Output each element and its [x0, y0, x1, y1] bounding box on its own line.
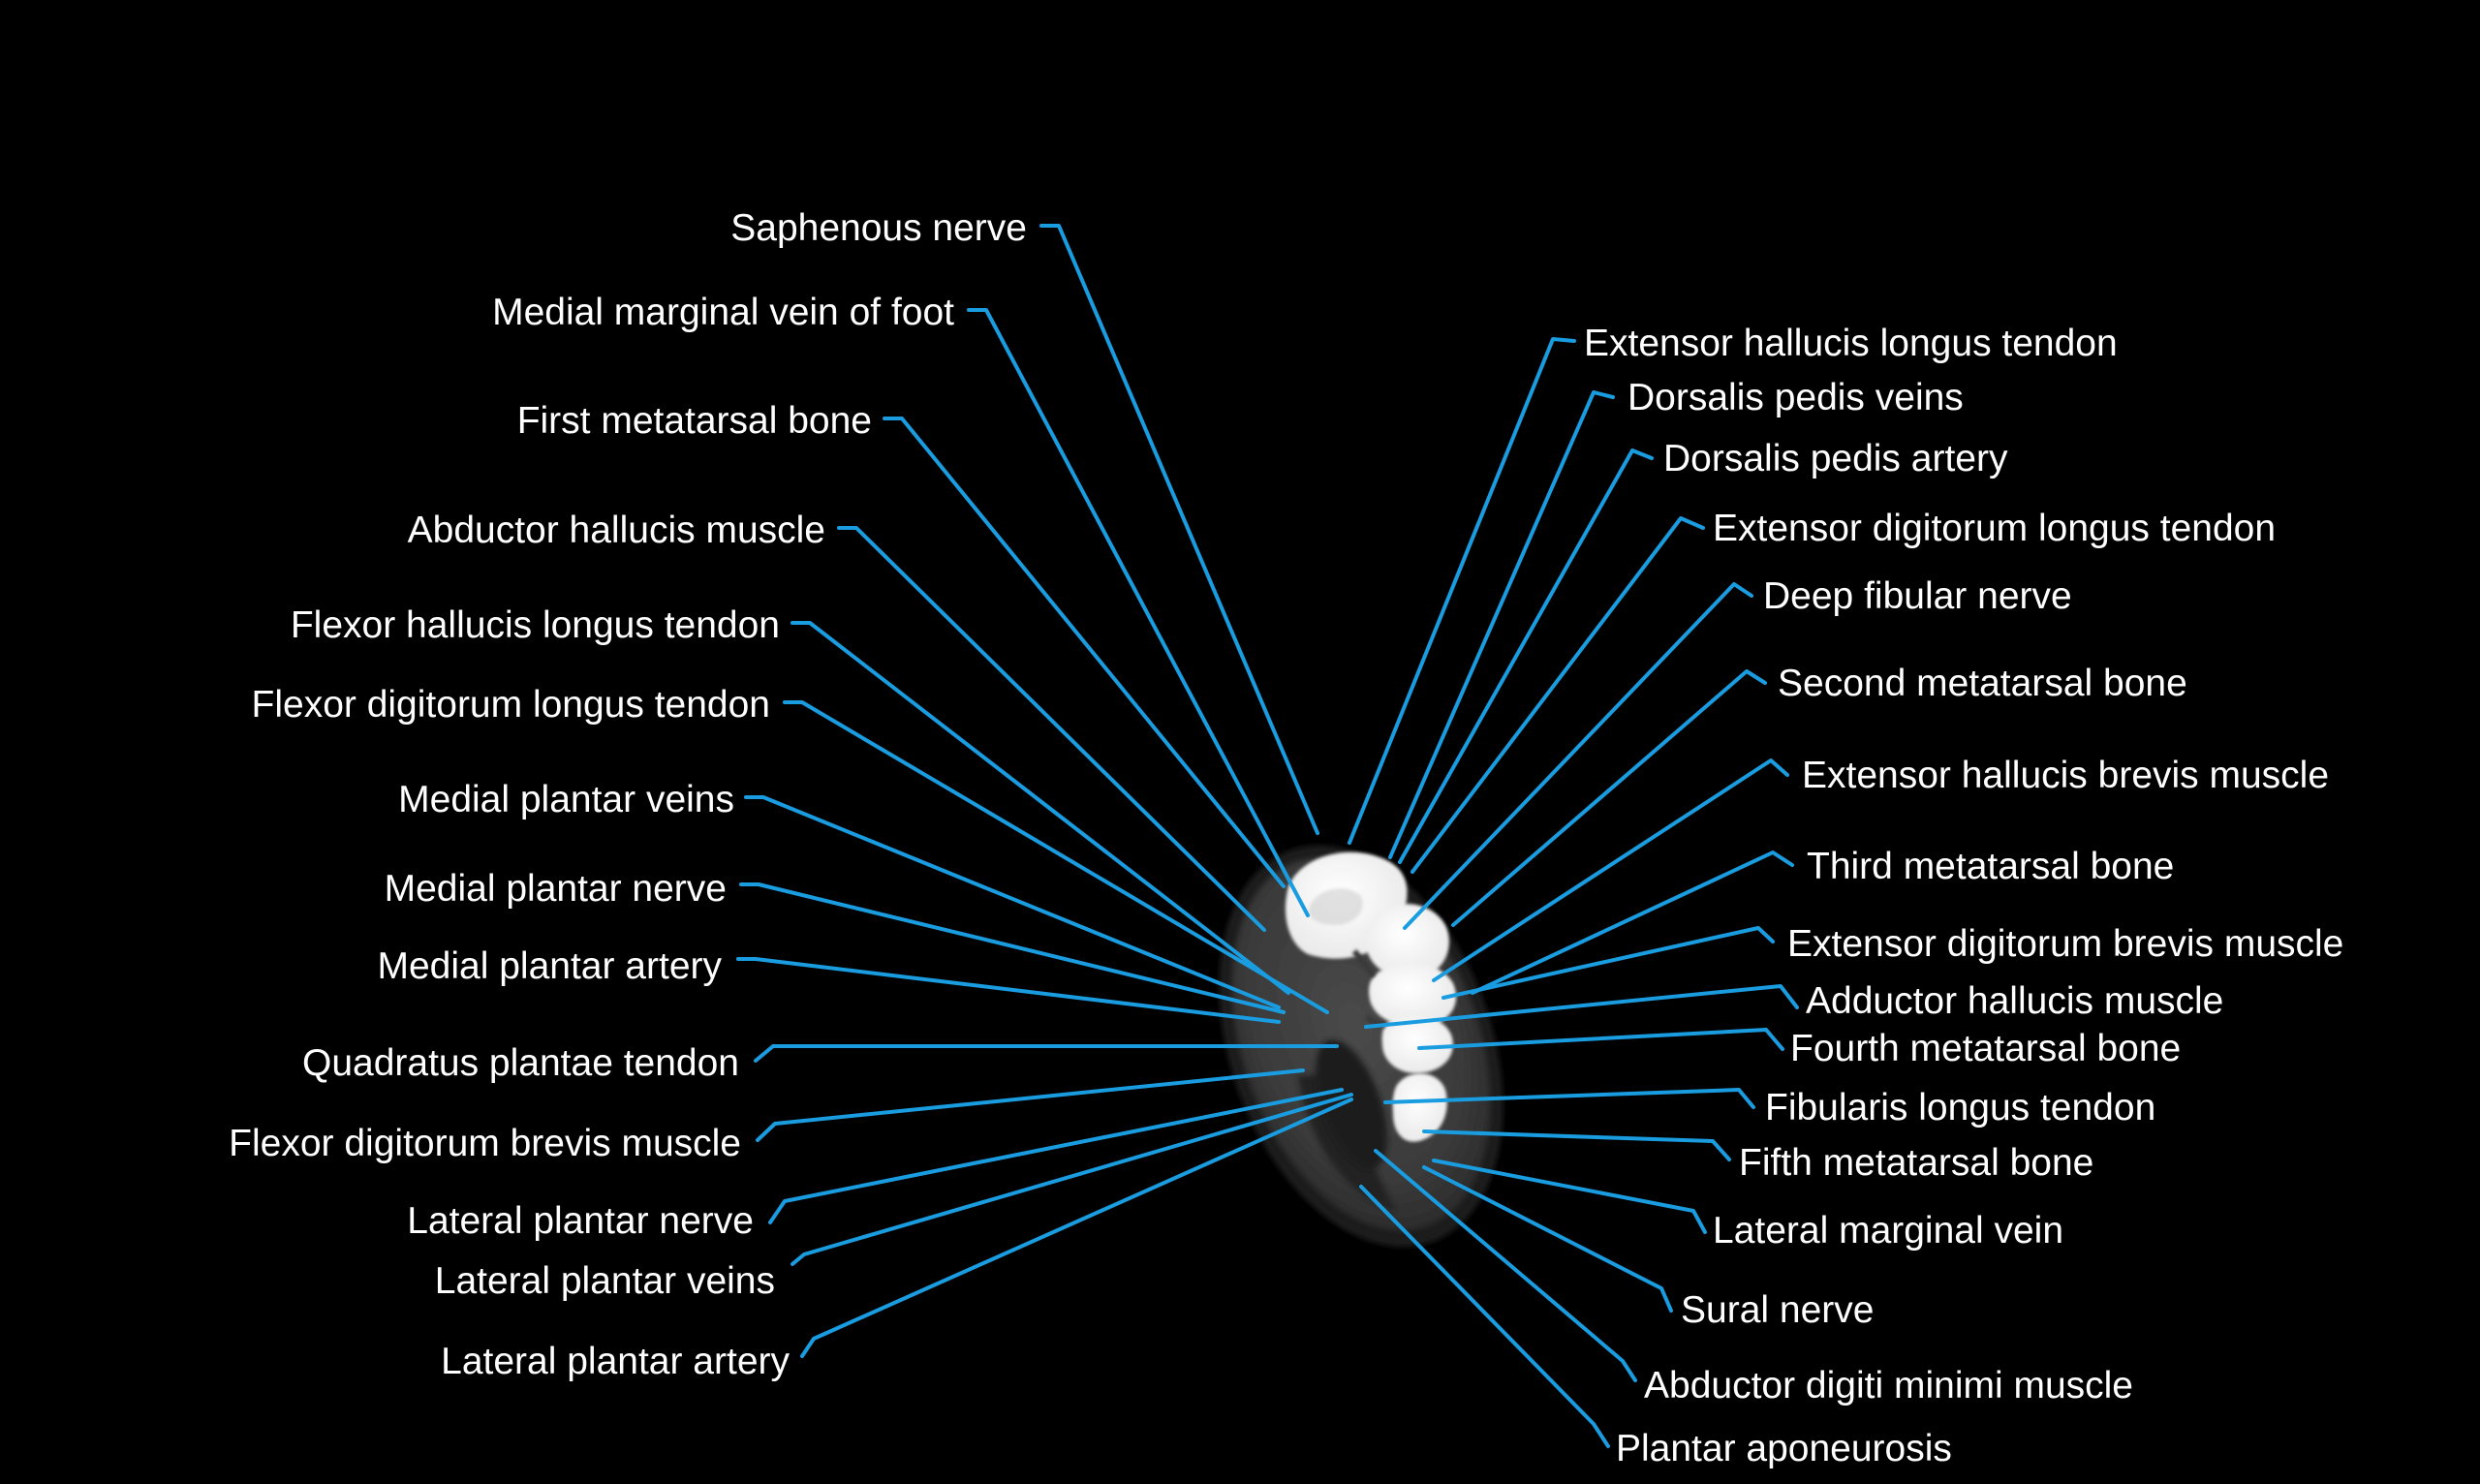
leader-saphenous-nerve [1039, 224, 1319, 835]
leader-lines-right [1348, 337, 1799, 1448]
leader-flexor-digitorum-brevis-muscle [756, 1068, 1305, 1142]
label-deep-fibular-nerve: Deep fibular nerve [1763, 575, 2072, 617]
leader-fifth-metatarsal-bone [1422, 1129, 1731, 1161]
leader-medial-plantar-veins [744, 795, 1281, 1009]
label-lateral-plantar-nerve: Lateral plantar nerve [407, 1200, 754, 1242]
leader-quadratus-plantae-tendon [754, 1044, 1339, 1063]
leader-medial-plantar-nerve [739, 882, 1286, 1014]
leader-lateral-plantar-artery [800, 1098, 1353, 1358]
label-fifth-metatarsal-bone: Fifth metatarsal bone [1739, 1142, 2093, 1184]
leader-first-metatarsal-bone [883, 417, 1286, 888]
leader-flexor-digitorum-longus-tendon [783, 700, 1329, 1014]
label-third-metatarsal-bone: Third metatarsal bone [1807, 846, 2174, 887]
label-flexor-hallucis-longus-tendon: Flexor hallucis longus tendon [291, 604, 780, 646]
plantar-dark-band [1316, 1039, 1387, 1169]
leader-fibularis-longus-tendon [1383, 1088, 1755, 1109]
label-fibularis-longus-tendon: Fibularis longus tendon [1765, 1087, 2155, 1128]
leader-fourth-metatarsal-bone [1417, 1028, 1784, 1051]
label-flexor-digitorum-brevis-muscle: Flexor digitorum brevis muscle [229, 1123, 741, 1164]
label-extensor-digitorum-longus-tendon: Extensor digitorum longus tendon [1713, 508, 2276, 549]
leader-extensor-digitorum-brevis-muscle [1442, 926, 1775, 1000]
leader-second-metatarsal-bone [1451, 669, 1767, 927]
label-plantar-aponeurosis: Plantar aponeurosis [1616, 1428, 1952, 1469]
label-lateral-plantar-veins: Lateral plantar veins [435, 1260, 775, 1302]
second-metatarsal-bone-shape [1365, 904, 1449, 979]
leader-lateral-plantar-nerve [768, 1088, 1344, 1224]
label-flexor-digitorum-longus-tendon: Flexor digitorum longus tendon [252, 684, 770, 726]
labels-left: Saphenous nerve Medial marginal vein of … [229, 207, 1027, 1382]
label-saphenous-nerve: Saphenous nerve [730, 207, 1027, 249]
leader-abductor-digiti-minimi-muscle [1374, 1149, 1637, 1382]
leader-sural-nerve [1422, 1165, 1673, 1313]
label-dorsalis-pedis-artery: Dorsalis pedis artery [1663, 438, 2008, 479]
leader-third-metatarsal-bone [1471, 850, 1794, 995]
label-dorsalis-pedis-veins: Dorsalis pedis veins [1628, 377, 1964, 418]
leader-adductor-hallucis-muscle [1364, 984, 1799, 1029]
leader-lateral-plantar-veins [790, 1093, 1353, 1266]
leader-lateral-marginal-vein [1432, 1159, 1707, 1234]
label-extensor-digitorum-brevis-muscle: Extensor digitorum brevis muscle [1787, 923, 2343, 965]
leader-plantar-aponeurosis [1359, 1185, 1610, 1448]
fifth-metatarsal-bone-shape [1392, 1073, 1447, 1142]
leader-extensor-digitorum-longus-tendon [1410, 516, 1705, 874]
label-sural-nerve: Sural nerve [1681, 1289, 1874, 1331]
leader-medial-marginal-vein [967, 308, 1310, 917]
label-quadratus-plantae-tendon: Quadratus plantae tendon [302, 1042, 739, 1084]
label-medial-plantar-nerve: Medial plantar nerve [385, 868, 727, 910]
leader-abductor-hallucis-muscle [837, 526, 1266, 932]
label-medial-plantar-veins: Medial plantar veins [398, 779, 734, 820]
label-abductor-hallucis-muscle: Abductor hallucis muscle [408, 510, 825, 551]
leader-flexor-hallucis-longus-tendon [790, 621, 1290, 995]
label-abductor-digiti-minimi-muscle: Abductor digiti minimi muscle [1644, 1365, 2133, 1407]
label-lateral-plantar-artery: Lateral plantar artery [441, 1341, 790, 1382]
leader-dorsalis-pedis-artery [1398, 448, 1654, 864]
labels-right: Extensor hallucis longus tendon Dorsalis… [1584, 323, 2343, 1469]
label-medial-marginal-vein-of-foot: Medial marginal vein of foot [492, 292, 954, 333]
leader-dorsalis-pedis-veins [1388, 390, 1615, 859]
leader-extensor-hallucis-brevis-muscle [1432, 758, 1789, 982]
leader-lines-left [736, 224, 1353, 1358]
first-metatarsal-medulla [1309, 888, 1363, 925]
label-extensor-hallucis-longus-tendon: Extensor hallucis longus tendon [1584, 323, 2118, 364]
fourth-metatarsal-bone-shape [1381, 1014, 1453, 1073]
label-first-metatarsal-bone: First metatarsal bone [517, 400, 872, 442]
label-fourth-metatarsal-bone: Fourth metatarsal bone [1790, 1028, 2181, 1069]
leader-extensor-hallucis-longus-tendon [1348, 337, 1576, 845]
label-extensor-hallucis-brevis-muscle: Extensor hallucis brevis muscle [1802, 755, 2329, 796]
label-medial-plantar-artery: Medial plantar artery [378, 945, 723, 987]
leader-medial-plantar-artery [736, 957, 1281, 1024]
label-second-metatarsal-bone: Second metatarsal bone [1778, 663, 2187, 704]
label-adductor-hallucis-muscle: Adductor hallucis muscle [1806, 980, 2223, 1022]
label-lateral-marginal-vein: Lateral marginal vein [1713, 1210, 2063, 1252]
leader-deep-fibular-nerve [1403, 582, 1753, 930]
